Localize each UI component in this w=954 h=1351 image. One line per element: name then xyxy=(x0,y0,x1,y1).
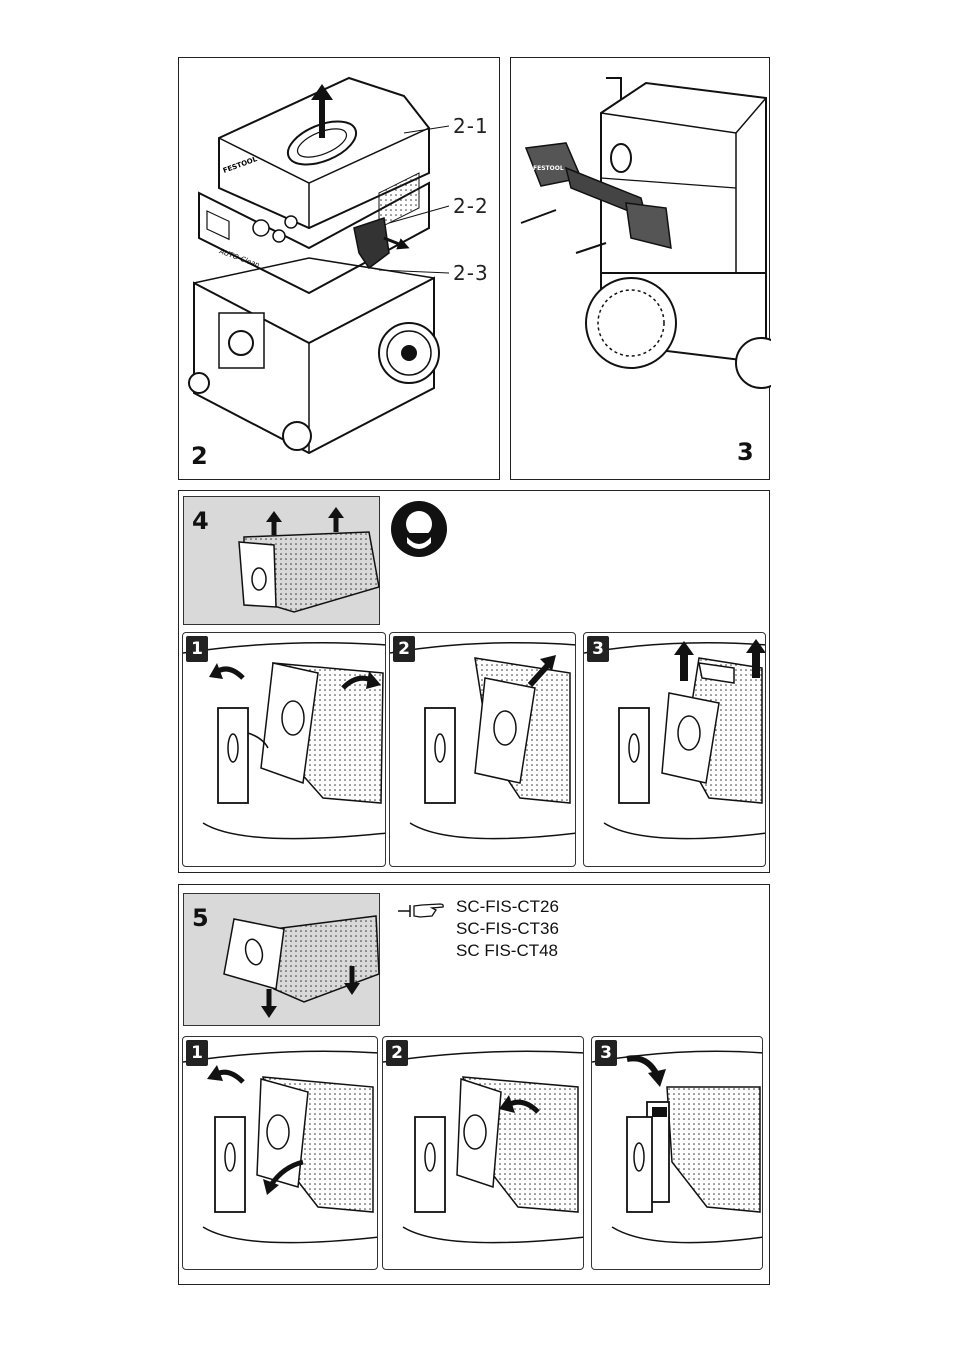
step-illustration xyxy=(183,642,385,840)
step-illustration xyxy=(383,1050,583,1244)
callout-2-2: 2-2 xyxy=(453,194,489,218)
figure-number: 5 xyxy=(192,904,209,932)
step-number: 1 xyxy=(186,1040,208,1066)
handle-mounting-illustration: FESTOOL xyxy=(520,77,771,389)
figure-number: 4 xyxy=(192,507,209,535)
step-number: 2 xyxy=(393,636,415,662)
figure-2-panel: FESTOOL AUTO-Clean 2-1 2-2 2-3 2 xyxy=(178,57,500,480)
figure-5-step-1: 1 xyxy=(182,1036,378,1270)
filter-bag-insertion-overview xyxy=(223,915,380,1018)
vacuum-lid-removal-illustration: FESTOOL AUTO-Clean xyxy=(188,76,450,455)
dust-mask-icon xyxy=(391,501,447,557)
figure-3-panel: FESTOOL 3 xyxy=(510,57,771,480)
step-illustration xyxy=(390,642,575,840)
step-number: 3 xyxy=(587,636,609,662)
figure-4-step-2: 2 xyxy=(389,632,576,867)
figure-4-overview-box: 4 xyxy=(183,496,380,625)
step-illustration xyxy=(183,1050,377,1244)
model-item: SC FIS-CT48 xyxy=(456,941,559,960)
figure-4-panel: 4 1 xyxy=(178,490,770,873)
figure-4-step-3: 3 xyxy=(583,632,766,867)
step-number: 3 xyxy=(595,1040,617,1066)
step-illustration xyxy=(584,639,765,840)
figure-5-step-3: 3 xyxy=(591,1036,763,1270)
figure-number: 3 xyxy=(737,438,754,466)
brand-label: FESTOOL xyxy=(533,165,564,172)
pointing-hand-icon xyxy=(398,903,444,918)
model-item: SC-FIS-CT26 xyxy=(456,897,559,916)
figure-number: 2 xyxy=(191,442,208,470)
model-item: SC-FIS-CT36 xyxy=(456,919,559,938)
step-number: 1 xyxy=(186,636,208,662)
compatible-models-list: SC-FIS-CT26 SC-FIS-CT36 SC FIS-CT48 xyxy=(456,896,559,962)
step-illustration xyxy=(592,1050,762,1244)
figure-5-overview-box: 5 xyxy=(183,893,380,1026)
figure-4-step-1: 1 xyxy=(182,632,386,867)
figure-5-step-2: 2 xyxy=(382,1036,584,1270)
filter-bag-removal-overview xyxy=(238,507,380,613)
step-number: 2 xyxy=(386,1040,408,1066)
figure-5-panel: 5 SC-FIS-CT26 SC-FIS-CT36 SC FIS-CT48 1 xyxy=(178,884,770,1285)
callout-2-1: 2-1 xyxy=(453,114,489,138)
callout-2-3: 2-3 xyxy=(453,261,489,285)
